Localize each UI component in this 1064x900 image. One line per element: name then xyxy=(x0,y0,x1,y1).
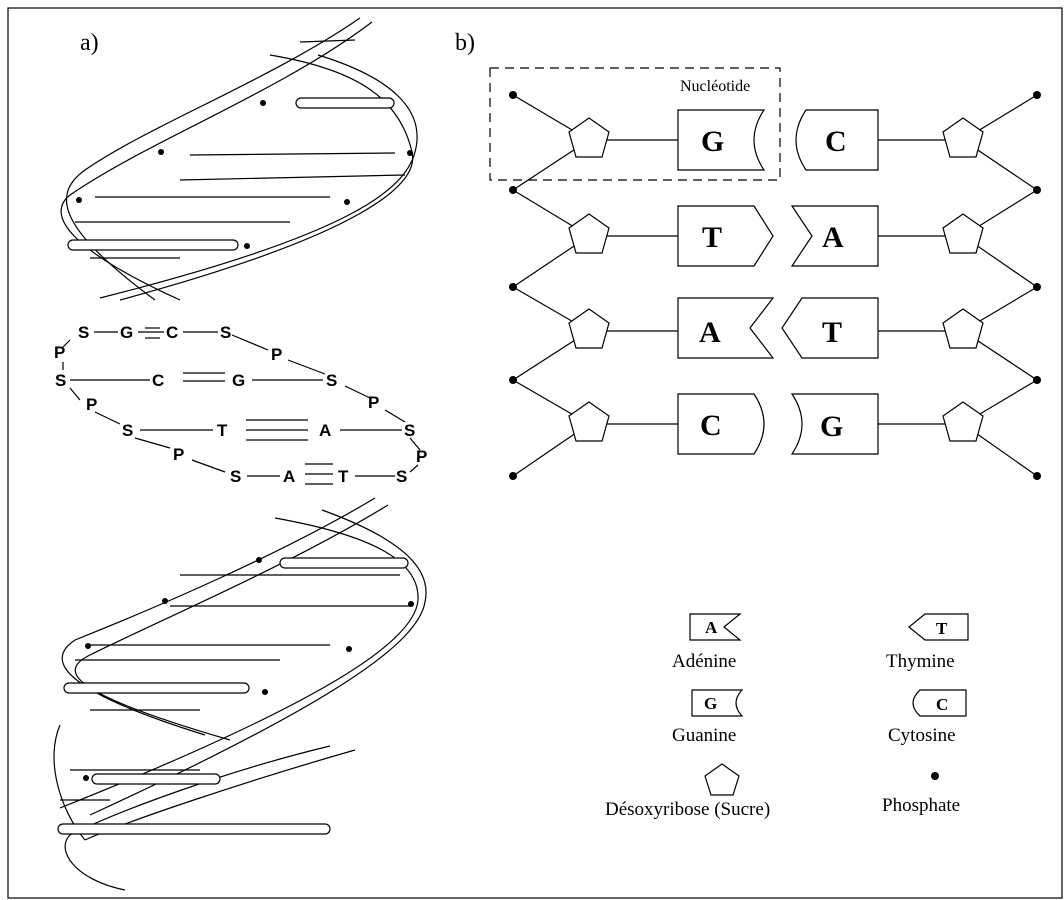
helix-bottom xyxy=(53,497,427,891)
chain-base: C xyxy=(152,371,164,390)
legend-thymine-letter: T xyxy=(936,619,948,638)
adenine-block xyxy=(677,297,775,359)
chain-P: P xyxy=(416,447,427,466)
chain-S: S xyxy=(230,467,241,486)
chain-P: P xyxy=(271,345,282,364)
legend-sugar-label: Désoxyribose (Sucre) xyxy=(605,799,770,820)
legend-cytosine-letter: C xyxy=(936,695,948,714)
legend-cytosine-symbol xyxy=(912,689,967,717)
chain-base: G xyxy=(120,323,133,342)
chain-base: A xyxy=(319,421,331,440)
panel-label-b: b) xyxy=(455,30,475,56)
legend-guanine-symbol xyxy=(691,689,744,717)
chain-P: P xyxy=(54,343,65,362)
base-letter: A xyxy=(822,221,844,254)
chain-base: T xyxy=(217,421,228,440)
legend-thymine-symbol xyxy=(908,613,969,641)
diagram-b: G C T A A T C G Nucléotide xyxy=(489,67,1041,480)
thymine-block xyxy=(677,205,774,267)
nucleotide-highlight-box xyxy=(489,67,781,181)
legend-guanine-label: Guanine xyxy=(672,725,736,746)
base-pair-2: T A xyxy=(677,205,879,267)
unwound-chain: S G C S S C G S S T A S S A T S P P P P … xyxy=(54,323,427,486)
legend-phosphate-label: Phosphate xyxy=(882,795,960,816)
chain-base: G xyxy=(232,371,245,390)
base-letter: A xyxy=(699,316,721,349)
chain-P: P xyxy=(86,395,97,414)
legend-guanine-letter: G xyxy=(704,694,717,713)
legend-adenine-label: Adénine xyxy=(672,651,736,672)
base-pair-1: G C xyxy=(677,109,879,171)
sugar-pentagons xyxy=(568,117,984,442)
chain-S: S xyxy=(78,323,89,342)
base-letter: C xyxy=(825,125,847,158)
cytosine-block xyxy=(795,109,879,171)
nucleotide-label: Nucléotide xyxy=(680,78,750,95)
base-pair-3: A T xyxy=(677,297,879,359)
base-letter: T xyxy=(702,221,722,254)
chain-S: S xyxy=(55,371,66,390)
chain-base: C xyxy=(166,323,178,342)
chain-S: S xyxy=(220,323,231,342)
guanine-block xyxy=(677,109,766,171)
legend: A Adénine T Thymine G Guanine C Cytosine… xyxy=(605,613,969,820)
chain-base: A xyxy=(283,467,295,486)
legend-cytosine-label: Cytosine xyxy=(888,725,956,746)
base-letter: T xyxy=(822,316,842,349)
base-pair-4: C G xyxy=(677,393,879,455)
legend-sugar-symbol xyxy=(704,763,740,796)
chain-S: S xyxy=(122,421,133,440)
legend-adenine-symbol xyxy=(689,613,742,641)
guanine-block xyxy=(790,393,879,455)
legend-thymine-label: Thymine xyxy=(886,651,955,672)
thymine-block xyxy=(781,297,879,359)
cytosine-block xyxy=(677,393,765,455)
chain-S: S xyxy=(404,421,415,440)
base-letter: G xyxy=(820,410,843,443)
panel-label-a: a) xyxy=(80,30,99,56)
base-letter: C xyxy=(700,409,722,442)
legend-phosphate-symbol xyxy=(931,772,939,780)
legend-adenine-letter: A xyxy=(705,618,718,637)
helix-top xyxy=(60,17,418,301)
chain-P: P xyxy=(368,393,379,412)
base-letter: G xyxy=(701,125,724,158)
chain-S: S xyxy=(326,371,337,390)
adenine-block xyxy=(790,205,879,267)
phosphate-dots xyxy=(509,91,1041,480)
chain-base: T xyxy=(338,467,349,486)
chain-S: S xyxy=(396,467,407,486)
chain-P: P xyxy=(173,445,184,464)
figure-frame xyxy=(7,7,1063,899)
